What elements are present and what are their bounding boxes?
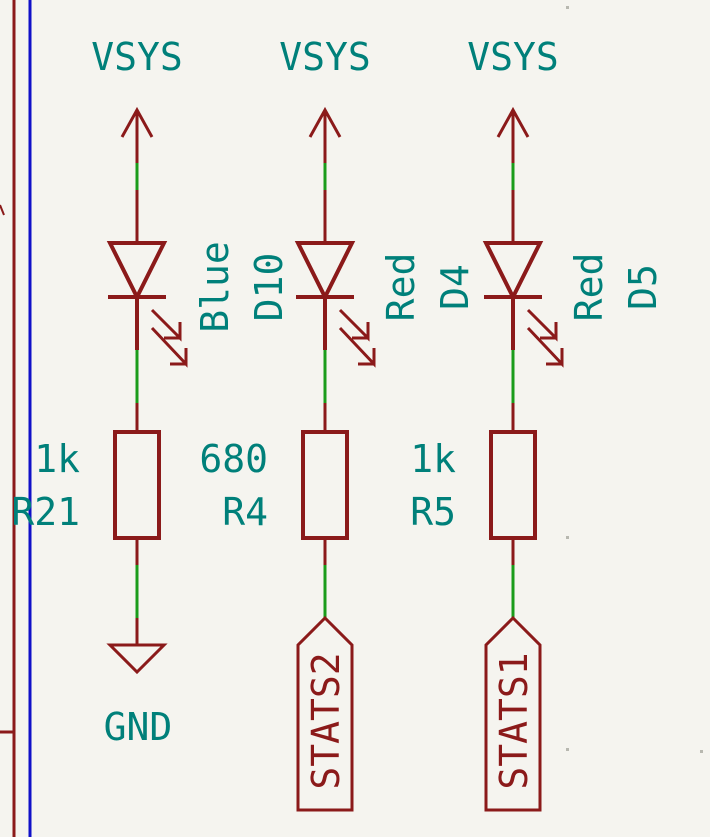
branch-d5-r5 (482, 106, 564, 812)
vsys-label: VSYS (467, 35, 559, 79)
resistor-r4-ref: R4 (222, 490, 268, 534)
led-d10-value: Blue (193, 241, 237, 333)
resistor-r4-symbol[interactable] (301, 430, 349, 540)
resistor-r5-ref: R5 (410, 490, 456, 534)
net-label-stats1-shape[interactable] (484, 615, 542, 812)
net-label-stats2-shape[interactable] (296, 615, 354, 812)
led-d5-value: Red (567, 253, 611, 322)
grid-dots (566, 6, 703, 753)
resistor-r5-symbol[interactable] (489, 430, 537, 540)
led-d10-symbol[interactable] (106, 241, 188, 368)
resistor-r4-value: 680 (199, 437, 268, 481)
net-label-stats1: STATS1 (492, 652, 536, 789)
resistor-r21-value: 1k (34, 437, 80, 481)
resistor-r5-value: 1k (410, 437, 456, 481)
vsys-power-arrow[interactable] (308, 106, 342, 163)
led-d5-symbol[interactable] (482, 241, 564, 368)
led-d5-ref: D5 (621, 264, 665, 310)
gnd-power-symbol[interactable] (106, 618, 168, 675)
resistor-r21-symbol[interactable] (113, 430, 161, 540)
left-border (0, 0, 32, 837)
vsys-label: VSYS (91, 35, 183, 79)
vsys-power-arrow[interactable] (496, 106, 530, 163)
branch-d10-r21 (106, 106, 188, 675)
net-label-stats2: STATS2 (304, 652, 348, 789)
led-d4-symbol[interactable] (294, 241, 376, 368)
gnd-label: GND (104, 705, 173, 749)
resistor-r21-ref: R21 (11, 490, 80, 534)
branch-d4-r4 (294, 106, 376, 812)
vsys-label: VSYS (279, 35, 371, 79)
led-d4-value: Red (379, 253, 423, 322)
led-d10-ref: D10 (247, 253, 291, 322)
vsys-power-arrow[interactable] (120, 106, 154, 163)
led-d4-ref: D4 (433, 264, 477, 310)
